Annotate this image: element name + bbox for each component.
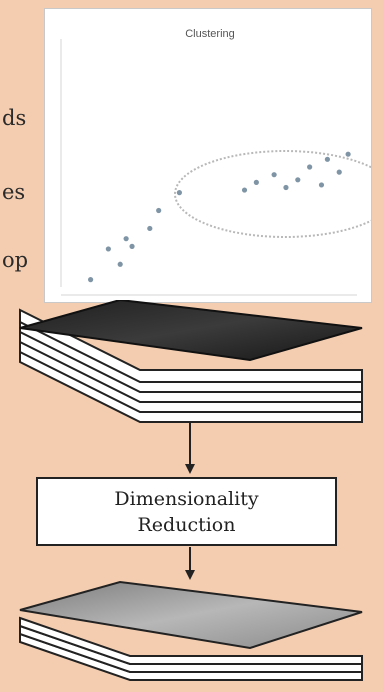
side-label-3: op [2, 248, 28, 272]
scatter-point [242, 187, 247, 192]
output-layer-stack [20, 582, 362, 680]
scatter-point [272, 172, 277, 177]
scatter-point [346, 152, 351, 157]
scatter-point [254, 180, 259, 185]
reduction-label-line2: Reduction [138, 512, 236, 538]
scatter-point [307, 164, 312, 169]
clustering-panel: Clustering [44, 8, 372, 303]
input-layer-stack [20, 300, 362, 422]
scatter-point [325, 157, 330, 162]
scatter-point [118, 262, 123, 267]
scatter-point [177, 190, 182, 195]
scatter-point [319, 182, 324, 187]
reduction-label-line1: Dimensionality [114, 486, 258, 512]
scatter-point [283, 185, 288, 190]
scatter-point [156, 208, 161, 213]
scatter-point [147, 226, 152, 231]
scatter-point [106, 246, 111, 251]
scatter-point [129, 244, 134, 249]
scatter-points [88, 152, 351, 283]
scatter-title: Clustering [185, 28, 235, 40]
scatter-point [124, 236, 129, 241]
scatter-point [88, 277, 93, 282]
scatter-point [337, 170, 342, 175]
dimensionality-reduction-box: Dimensionality Reduction [36, 477, 337, 546]
scatter-point [295, 177, 300, 182]
clustering-scatter-plot: Clustering [45, 9, 371, 302]
side-label-1: ds [2, 106, 26, 130]
cluster-outline [175, 151, 371, 237]
side-label-2: es [2, 180, 25, 204]
